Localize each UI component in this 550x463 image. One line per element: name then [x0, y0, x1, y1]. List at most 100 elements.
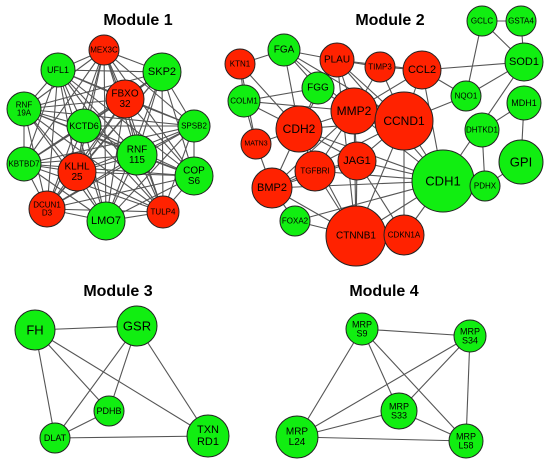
module-2-title: Module 2 [355, 12, 424, 29]
node-label: COP [183, 165, 205, 176]
node-circle [86, 201, 126, 241]
node-circle [505, 5, 537, 37]
edge-ufl1-cops6 [57, 69, 195, 177]
node-label: CCND1 [383, 114, 425, 128]
node-circle [146, 195, 180, 229]
node-kbtbd7: KBTBD7 [6, 146, 42, 182]
node-gsta4: GSTA4 [505, 5, 537, 37]
node-label: MMP2 [337, 104, 372, 118]
node-label: COLM1 [230, 97, 258, 106]
node-dhtkd1: DHTKD1 [464, 112, 500, 148]
node-label: MDH1 [511, 98, 537, 108]
node-timp3: TIMP3 [364, 51, 396, 83]
node-label: GPI [510, 155, 532, 170]
edge-rnf19a-spsb2 [23, 108, 195, 127]
node-circle [66, 108, 102, 144]
node-circle [279, 205, 311, 237]
node-cdh1: CDH1 [411, 149, 475, 213]
node-gsr: GSR [116, 305, 158, 347]
node-circle [105, 79, 145, 119]
node-spsb2: SPSB2 [177, 109, 211, 143]
node-label: 32 [119, 99, 131, 110]
node-circle [453, 319, 487, 353]
node-circle [174, 156, 214, 196]
node-circle [14, 309, 56, 351]
node-label: S6 [188, 176, 201, 187]
node-label: SPSB2 [181, 122, 207, 131]
node-dlat: DLAT [39, 422, 71, 454]
node-label: MATN3 [244, 141, 267, 148]
node-label: 25 [71, 172, 83, 183]
node-label: 19A [17, 109, 32, 118]
node-cdkn1a: CDKN1A [383, 214, 425, 256]
node-label: MRP [352, 319, 372, 329]
node-circle [380, 392, 418, 430]
edge-mrps34-mrpl24 [296, 335, 471, 438]
node-circle [464, 112, 500, 148]
node-label: MEX3C [90, 46, 118, 55]
node-ccl2: CCL2 [402, 50, 442, 90]
node-label: PDHX [474, 182, 497, 191]
node-circle [450, 80, 482, 112]
node-cdh2: CDH2 [275, 105, 323, 153]
node-ufl1: UFL1 [40, 52, 76, 88]
module-3-title: Module 3 [83, 283, 152, 300]
node-label: D3 [42, 209, 53, 218]
node-bmp2: BMP2 [251, 167, 293, 209]
node-circle [504, 42, 544, 82]
edge-mex3c-kbtbd7 [23, 49, 105, 165]
node-label: DLAT [44, 433, 67, 443]
edge-dlat-txnrd1 [54, 435, 209, 439]
node-lmo7: LMO7 [86, 201, 126, 241]
edge-ufl1-dcun1d3 [46, 69, 59, 210]
node-circle [374, 91, 434, 151]
node-circle [364, 51, 396, 83]
node-label: FH [26, 323, 43, 338]
edge-rnf19a-cops6 [23, 108, 195, 177]
node-gclc: GCLC [466, 5, 498, 37]
node-label: NQO1 [455, 92, 478, 101]
node-fgg: FGG [301, 71, 335, 105]
node-circle [383, 214, 425, 256]
node-circle [469, 170, 501, 202]
node-label: KBTBD7 [8, 160, 40, 169]
node-circle [28, 190, 66, 228]
node-fga: FGA [267, 33, 301, 67]
node-label: FBXO [111, 88, 138, 99]
node-label: GCLC [471, 17, 493, 26]
edge-gsr-txnrd1 [136, 325, 209, 437]
node-colm1: COLM1 [227, 84, 261, 118]
node-label: PDHB [96, 406, 121, 416]
node-label: SOD1 [509, 56, 539, 68]
node-label: CCL2 [408, 64, 436, 76]
node-label: GSTA4 [508, 17, 534, 26]
node-label: TXN [197, 424, 219, 436]
edge-ufl1-lmo7 [57, 69, 107, 222]
node-ctnnb1: CTNNB1 [325, 205, 387, 267]
module-1-title: Module 1 [103, 12, 172, 29]
edge-cops6-dcun1d3 [46, 175, 195, 210]
node-circle [227, 84, 261, 118]
node-circle [448, 423, 484, 459]
node-circle [345, 312, 379, 346]
edge-kbtbd7-cops6 [23, 163, 195, 177]
node-label: TULP4 [151, 208, 176, 217]
edge-mrps9-mrps34 [361, 328, 471, 337]
node-label: S33 [391, 411, 407, 421]
edge-skp2-rnf19a [23, 71, 163, 110]
node-circle [224, 48, 256, 80]
node-label: RNF [127, 144, 148, 155]
node-fh: FH [14, 309, 56, 351]
node-label: MRP [389, 401, 409, 411]
node-circle [267, 33, 301, 67]
